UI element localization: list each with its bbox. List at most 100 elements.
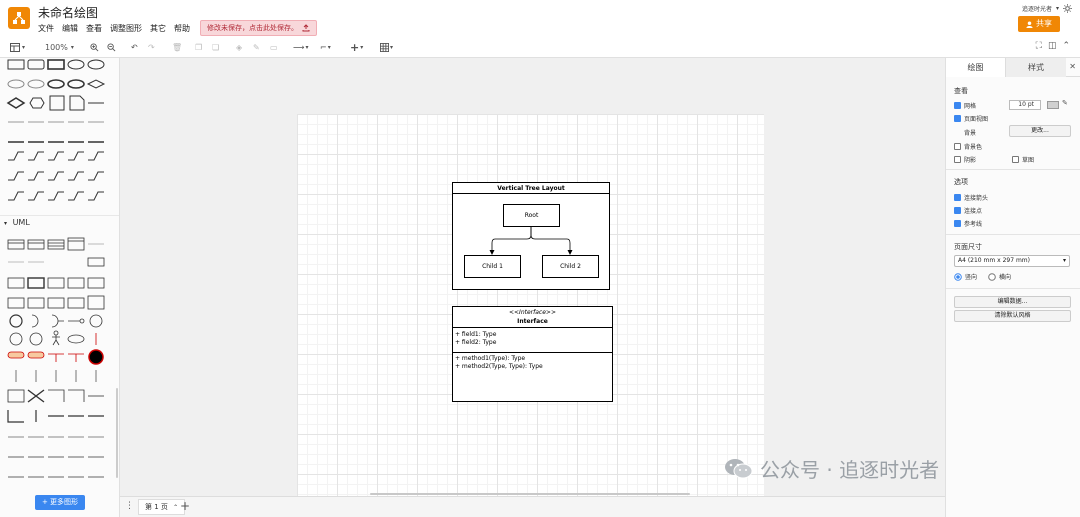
divider bbox=[946, 234, 1080, 235]
shape-rounded-rect bbox=[27, 59, 45, 70]
fill-color-button[interactable]: ◈ bbox=[236, 41, 242, 54]
tree-node-child-1[interactable]: Child 1 bbox=[464, 255, 521, 278]
close-icon[interactable]: ✕ bbox=[1069, 62, 1076, 71]
portrait-radio[interactable] bbox=[954, 272, 962, 281]
app-logo[interactable] bbox=[8, 7, 30, 29]
shadow-option[interactable]: 阴影 bbox=[954, 155, 976, 164]
fullscreen-icon[interactable]: ⛶ bbox=[1035, 41, 1042, 51]
divider bbox=[946, 288, 1080, 289]
sketch-option[interactable]: 草图 bbox=[1012, 155, 1034, 164]
page-format-button[interactable]: ▾ bbox=[10, 41, 25, 54]
page-menu-icon[interactable]: ⋮ bbox=[125, 501, 134, 511]
menu-edit[interactable]: 编辑 bbox=[62, 24, 78, 33]
tab-diagram[interactable]: 绘图 bbox=[946, 58, 1006, 77]
page-tab-label: 第 1 页 bbox=[145, 503, 168, 511]
paint-bucket-icon: ◈ bbox=[236, 43, 243, 52]
connection-points-checkbox[interactable] bbox=[954, 207, 961, 214]
uml-section-header[interactable]: ▾ UML bbox=[0, 215, 119, 229]
connection-style-dropdown[interactable]: ⟶▾ bbox=[293, 41, 308, 54]
menu-extras[interactable]: 其它 bbox=[150, 24, 166, 33]
grid-checkbox[interactable] bbox=[954, 102, 961, 109]
menu-bar: 文件 编辑 查看 调整图形 其它 帮助 bbox=[38, 23, 190, 34]
uml-class-3 bbox=[67, 237, 85, 251]
tree-node-child-2[interactable]: Child 2 bbox=[542, 255, 599, 278]
connection-arrows-checkbox[interactable] bbox=[954, 194, 961, 201]
user-dropdown-icon: ▾ bbox=[1055, 5, 1059, 12]
waypoints-dropdown[interactable]: ⌐▾ bbox=[320, 41, 331, 54]
tab-style[interactable]: 样式 bbox=[1006, 58, 1066, 77]
canvas-horizontal-scrollbar[interactable] bbox=[370, 493, 690, 495]
more-shapes-button[interactable]: + 更多图形 bbox=[35, 495, 85, 510]
clear-default-style-button[interactable]: 清除默认风格 bbox=[954, 310, 1071, 322]
connection-points-option[interactable]: 连接点 bbox=[954, 206, 982, 215]
delete-button[interactable]: 🗑 bbox=[172, 41, 182, 54]
change-background-button[interactable]: 更改... bbox=[1009, 125, 1071, 137]
portrait-option[interactable]: 竖向 bbox=[954, 272, 977, 281]
bg-color-checkbox[interactable] bbox=[954, 143, 961, 150]
to-front-button[interactable]: ❐ bbox=[195, 41, 202, 54]
shape-text-box bbox=[47, 59, 65, 70]
menu-help[interactable]: 帮助 bbox=[174, 24, 190, 33]
page-view-checkbox[interactable] bbox=[954, 115, 961, 122]
undo-icon: ↶ bbox=[131, 43, 138, 52]
to-back-icon: ❏ bbox=[212, 43, 220, 52]
eyedropper-icon[interactable]: ✎ bbox=[1062, 99, 1068, 107]
unsaved-notice-button[interactable]: 修改未保存，点击此处保存。 bbox=[200, 20, 317, 36]
shape-ellipse-bold bbox=[47, 79, 65, 89]
landscape-option[interactable]: 横向 bbox=[988, 272, 1011, 281]
add-page-icon[interactable]: + bbox=[180, 499, 191, 513]
uml-interface-class[interactable]: <<Interface>> Interface + field1: Type +… bbox=[452, 306, 613, 402]
to-front-icon: ❐ bbox=[195, 43, 203, 52]
watermark: 公众号 · 追逐时光者 bbox=[724, 454, 939, 483]
line-color-button[interactable]: ✎ bbox=[253, 41, 260, 54]
page-tab-1[interactable]: 第 1 页 ⌃ bbox=[138, 499, 186, 515]
landscape-radio[interactable] bbox=[988, 272, 996, 281]
grid-color-swatch[interactable] bbox=[1047, 101, 1059, 109]
tree-layout-container[interactable]: Vertical Tree Layout Root Child 1 Child … bbox=[452, 182, 610, 290]
menu-arrange[interactable]: 调整图形 bbox=[110, 24, 142, 33]
canvas-area[interactable]: Vertical Tree Layout Root Child 1 Child … bbox=[120, 58, 945, 496]
guides-checkbox[interactable] bbox=[954, 220, 961, 227]
grid-size-stepper[interactable]: 10 pt bbox=[1009, 100, 1041, 110]
shadow-checkbox[interactable] bbox=[954, 156, 961, 163]
page-size-select[interactable]: A4 (210 mm x 297 mm) ▾ bbox=[954, 255, 1070, 267]
sketch-checkbox[interactable] bbox=[1012, 156, 1019, 163]
tree-node-root[interactable]: Root bbox=[503, 204, 560, 227]
undo-button[interactable]: ↶ bbox=[131, 41, 138, 54]
menu-view[interactable]: 查看 bbox=[86, 24, 102, 33]
shadow-button[interactable]: ▭ bbox=[270, 41, 278, 54]
format-panel-toggle-icon[interactable]: ◫ bbox=[1047, 41, 1057, 51]
pencil-icon: ✎ bbox=[253, 43, 260, 52]
redo-button[interactable]: ↷ bbox=[148, 41, 155, 54]
zoom-level: 100% bbox=[45, 43, 68, 52]
user-menu[interactable]: 追逐时光者 ▾ bbox=[1022, 4, 1072, 13]
menu-file[interactable]: 文件 bbox=[38, 24, 54, 33]
shapes-scrollbar[interactable] bbox=[116, 388, 118, 478]
uml-actor-circle bbox=[9, 332, 23, 346]
bg-color-option[interactable]: 背景色 bbox=[954, 142, 982, 151]
watermark-text: 公众号 · 追逐时光者 bbox=[760, 458, 940, 482]
trash-icon: 🗑 bbox=[172, 43, 183, 52]
drawing-page[interactable] bbox=[297, 114, 764, 496]
connection-arrows-option[interactable]: 连接箭头 bbox=[954, 193, 988, 202]
grid-option[interactable]: 网格 bbox=[954, 101, 976, 110]
theme-sun-icon[interactable] bbox=[1063, 4, 1072, 13]
share-button[interactable]: 共享 bbox=[1018, 16, 1060, 32]
collapse-chevron-icon[interactable]: ⌃ bbox=[1062, 41, 1070, 51]
zoom-dropdown[interactable]: 100% ▾ bbox=[45, 41, 74, 54]
shape-doc bbox=[49, 95, 65, 111]
zoom-in-button[interactable] bbox=[90, 41, 99, 54]
guides-option[interactable]: 参考线 bbox=[954, 219, 982, 228]
panel-layout-icon bbox=[10, 43, 20, 52]
document-title[interactable]: 未命名绘图 bbox=[38, 6, 99, 20]
shape-rectangle bbox=[7, 59, 25, 70]
general-shapes-palette bbox=[6, 59, 106, 201]
zoom-out-icon bbox=[107, 43, 116, 52]
zoom-out-button[interactable] bbox=[107, 41, 116, 54]
table-dropdown[interactable]: ▾ bbox=[380, 41, 393, 54]
shape-ellipse-3 bbox=[7, 79, 25, 89]
to-back-button[interactable]: ❏ bbox=[212, 41, 219, 54]
edit-data-button[interactable]: 编辑数据... bbox=[954, 296, 1071, 308]
page-view-option[interactable]: 页面视图 bbox=[954, 114, 988, 123]
insert-dropdown[interactable]: +▾ bbox=[350, 41, 363, 54]
